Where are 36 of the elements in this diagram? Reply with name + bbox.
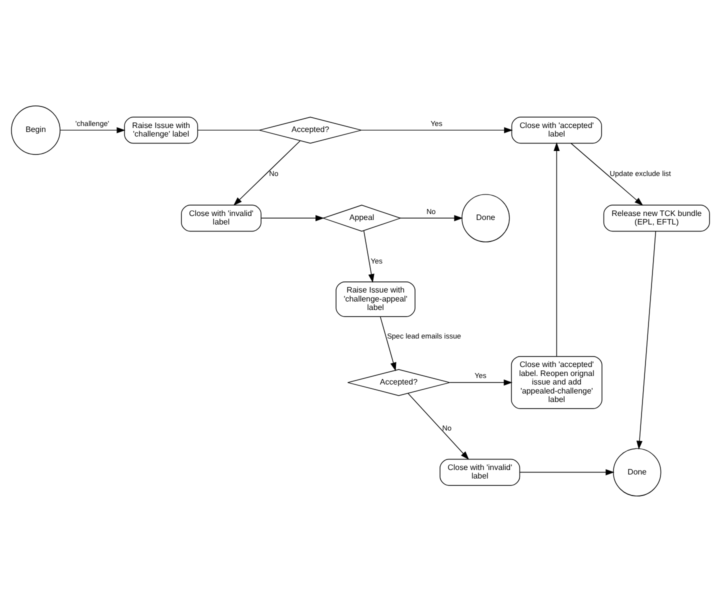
arrow [60,126,126,133]
edge-label: No [442,422,452,432]
node-diamond: Accepted? [347,368,450,396]
node-box: Close with 'accepted' label [511,116,602,144]
edge-label: Yes [474,370,486,380]
node-box: Close with 'accepted' label. Reopen orignal issue and add 'appealed-challenge' label [511,356,602,408]
node-diamond: Accepted? [258,116,362,144]
arrow [363,230,374,282]
node-box: Raise Issue with 'challenge' label [124,116,198,144]
arrow [554,142,560,356]
arrow [361,126,513,133]
edge-label: Spec lead emails issue [387,330,462,340]
node-circle: Done [613,448,662,496]
edge-label: 'challenge' [75,118,110,128]
arrow [233,140,300,206]
arrow [400,214,463,221]
arrow [408,392,470,460]
node-diamond: Appeal [322,204,402,232]
arrow [260,214,324,221]
node-circle: Done [462,194,510,242]
edge-label: Yes [370,256,383,266]
arrow [570,142,644,206]
edge-label: Yes [430,118,442,128]
edge-label: No [269,168,278,178]
node-box: Close with 'invalid' label [440,458,520,486]
connector [197,129,260,130]
arrow [636,230,656,450]
arrow [519,468,614,475]
node-box: Release new TCK bundle (EPL, EFTL) [603,204,710,232]
arrow [449,379,512,386]
edge-label: No [426,206,436,216]
node-box: Raise Issue with 'challenge-appeal' label [336,280,416,316]
node-box: Close with 'invalid' label [181,204,262,232]
edge-label: Update exclude list [610,168,671,178]
node-circle: Begin [11,105,60,154]
arrow [380,316,396,371]
